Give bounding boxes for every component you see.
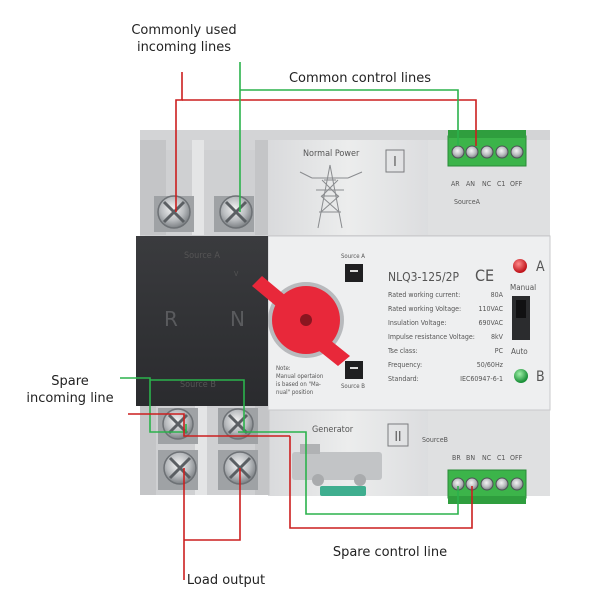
indicator-b-label: B: [536, 369, 545, 385]
spare-incoming-red-wire: [128, 413, 290, 437]
front-cover-labels: Source A V R N Source B: [164, 251, 245, 390]
auto-label: Auto: [511, 347, 528, 356]
spec-label: Impulse resistance Voltage:: [388, 333, 475, 341]
spare-control-green-wire: [244, 431, 459, 515]
top-terminal-label: AR: [451, 180, 460, 188]
normal-power-label: Normal Power: [303, 149, 360, 159]
common-control-green-wire: [240, 89, 459, 146]
callout-spare-control-line: Spare control line: [333, 545, 447, 560]
model-label: NLQ3-125/2P: [388, 270, 459, 284]
spec-label: Insulation Voltage:: [388, 319, 446, 327]
top-terminal-label: OFF: [510, 180, 523, 188]
spec-label: Tse class:: [387, 347, 418, 355]
front-panel: Source A Source B Note: Manual opertaion…: [252, 253, 545, 396]
callout-spare-line2: incoming line: [26, 391, 113, 406]
screw-cross-icon: [168, 456, 192, 480]
terminal-screw-icon[interactable]: [480, 145, 494, 159]
spec-value: 50/60Hz: [477, 361, 504, 369]
terminal-screw-icon[interactable]: [510, 145, 524, 159]
source-b-indicator-icon: [514, 369, 528, 383]
spec-value: 80A: [491, 291, 504, 299]
front-r-label: R: [164, 307, 178, 331]
spec-value: PC: [495, 347, 504, 355]
generator-label: Generator: [312, 425, 354, 435]
screw-cross-icon: [162, 200, 186, 224]
top-terminal-label: NC: [482, 180, 492, 188]
top-incoming-terminals: [154, 195, 254, 232]
spare-incoming-green-wire-right: [150, 379, 245, 433]
callout-labels: Commonly used incoming lines Common cont…: [26, 23, 447, 588]
rotary-handle[interactable]: [252, 276, 350, 366]
callout-common-control-lines: Common control lines: [289, 71, 431, 86]
spec-value: 8kV: [491, 333, 504, 341]
terminal-screw-icon[interactable]: [480, 477, 494, 491]
note-line: nual" position: [276, 389, 313, 396]
power-pylon-icon: [299, 164, 363, 229]
callout-wires: [120, 62, 477, 580]
front-source-a-label: Source A: [184, 251, 220, 261]
spec-label: Rated working current:: [388, 291, 460, 299]
callout-spare-line1: Spare: [51, 374, 89, 389]
spec-value: IEC60947-6-1: [460, 375, 503, 383]
spec-label: Rated working Voltage:: [388, 305, 461, 313]
top-control-screws: [451, 145, 524, 159]
terminal-screw-icon[interactable]: [495, 477, 509, 491]
manual-label: Manual: [510, 283, 536, 292]
terminal-screw-icon[interactable]: [495, 145, 509, 159]
switch-source-a-label: Source A: [341, 253, 365, 260]
callout-commonly-used-line2: incoming lines: [137, 40, 231, 55]
generator-panel: Generator II: [292, 423, 409, 486]
spec-label: Frequency:: [388, 361, 422, 369]
load-output-red-wire-right: [184, 468, 241, 541]
callout-load-output: Load output: [187, 573, 265, 588]
bottom-control-screws: [451, 477, 524, 491]
spec-value: 690VAC: [479, 319, 504, 327]
screw-cross-icon: [224, 200, 248, 224]
switch-source-b-label: Source B: [341, 383, 365, 390]
terminal-screw-icon[interactable]: [451, 145, 465, 159]
note-line: Manual opertaion: [276, 373, 323, 380]
top-control-terminal-block: AR AN NC C1 OFF SourceA: [447, 130, 527, 206]
bottom-terminal-label: C1: [497, 454, 505, 462]
bottom-terminal-label: BN: [466, 454, 475, 462]
front-n-label: N: [230, 307, 245, 331]
commonly-used-red-wire: [175, 72, 183, 212]
source-b-window: [345, 361, 363, 379]
handle-hub-icon: [300, 314, 312, 326]
note-line: is based on "Ma-: [276, 381, 321, 388]
bottom-terminal-label: OFF: [510, 454, 523, 462]
source-b-terminal-label: SourceB: [422, 436, 448, 444]
ce-mark: CE: [475, 266, 494, 285]
bottom-terminal-label: BR: [452, 454, 461, 462]
spare-incoming-green-wire: [120, 377, 187, 433]
note-line: Note:: [276, 365, 291, 372]
source-a-terminal-label: SourceA: [454, 198, 481, 206]
spec-label: Standard:: [388, 375, 419, 383]
normal-power-panel: Normal Power I: [299, 149, 405, 229]
spare-control-red-wire: [289, 436, 473, 529]
bottom-terminal-label: NC: [482, 454, 492, 462]
top-terminal-label: AN: [466, 180, 475, 188]
source-a-indicator-icon: [513, 259, 527, 273]
bottom-control-terminal-block: SourceB BR BN NC C1 OFF: [422, 436, 527, 504]
indicator-a-label: A: [536, 259, 545, 275]
device-body: [136, 130, 551, 496]
terminal-screw-icon[interactable]: [465, 145, 479, 159]
common-control-red-wire: [182, 99, 477, 146]
front-v-label: V: [234, 270, 239, 278]
generator-roman: II: [395, 430, 402, 445]
callout-commonly-used-line1: Commonly used: [131, 23, 236, 38]
source-a-window: [345, 264, 363, 282]
top-terminal-label: C1: [497, 180, 505, 188]
spec-value: 110VAC: [479, 305, 504, 313]
terminal-screw-icon[interactable]: [510, 477, 524, 491]
normal-power-roman: I: [393, 155, 396, 170]
generator-icon: [292, 444, 382, 486]
front-source-b-label: Source B: [180, 380, 216, 390]
